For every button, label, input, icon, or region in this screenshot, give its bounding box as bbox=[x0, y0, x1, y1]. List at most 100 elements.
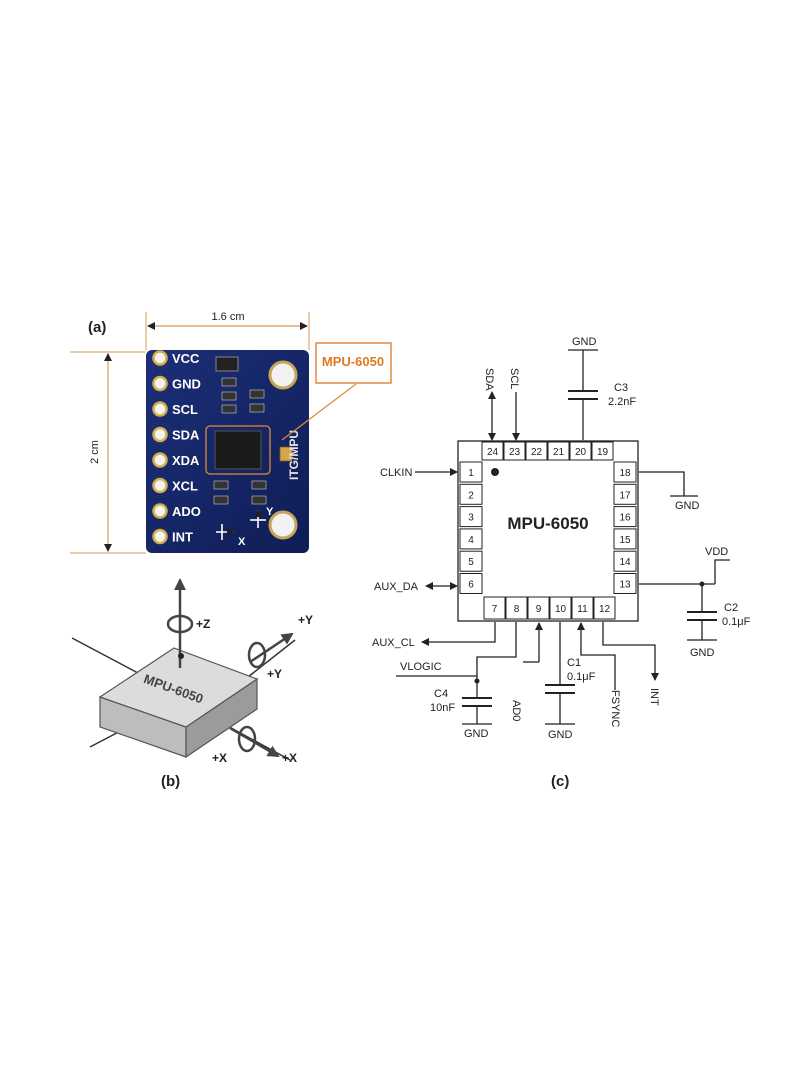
board-axis-y: Y bbox=[266, 506, 274, 518]
pin-box bbox=[571, 596, 594, 620]
signal-aux-cl: AUX_CL bbox=[372, 637, 415, 649]
pin-box bbox=[459, 573, 483, 594]
pin-box bbox=[569, 441, 592, 461]
pin-box bbox=[593, 596, 616, 620]
header-pin bbox=[152, 401, 168, 417]
pin-box bbox=[613, 483, 637, 505]
pin-number: 21 bbox=[553, 447, 565, 458]
header-pin bbox=[152, 503, 168, 519]
pin-number: 1 bbox=[468, 468, 474, 479]
pin-number: 9 bbox=[536, 604, 542, 615]
axis-label-y-inner: +Y bbox=[267, 667, 282, 681]
chip-callout: MPU-6050 bbox=[281, 342, 392, 441]
height-dim-label: 2 cm bbox=[89, 440, 101, 464]
gnd-c1: GND bbox=[548, 729, 573, 741]
pin-number: 8 bbox=[514, 604, 520, 615]
axis-label-x-outer: +X bbox=[282, 751, 297, 765]
pin-box bbox=[505, 596, 528, 620]
header-pin-label: VCC bbox=[172, 351, 200, 366]
pin-box bbox=[459, 506, 483, 528]
pin-box bbox=[591, 441, 614, 461]
c3-name: C3 bbox=[614, 382, 628, 394]
pin-box bbox=[613, 506, 637, 528]
pin-box bbox=[459, 461, 483, 483]
signal-int: INT bbox=[648, 688, 660, 706]
gnd-c2: GND bbox=[690, 647, 715, 659]
signal-clkin: CLKIN bbox=[380, 467, 412, 479]
pin-box bbox=[527, 596, 550, 620]
pin-box bbox=[525, 441, 548, 461]
chip-name: MPU-6050 bbox=[507, 514, 588, 533]
chip-block: MPU-6050 bbox=[98, 647, 259, 759]
pin-number: 5 bbox=[468, 557, 474, 568]
pin-box bbox=[503, 441, 526, 461]
c1-value: 0.1μF bbox=[567, 671, 596, 683]
pin-number: 13 bbox=[619, 580, 631, 591]
signal-vlogic: VLOGIC bbox=[400, 661, 442, 673]
signal-vdd: VDD bbox=[705, 546, 728, 558]
chip-body bbox=[457, 440, 639, 622]
pin-number: 6 bbox=[468, 580, 474, 591]
pin-number: 3 bbox=[468, 513, 474, 524]
pin-box bbox=[549, 596, 572, 620]
pin-number: 12 bbox=[599, 604, 611, 615]
pin-number: 24 bbox=[487, 447, 499, 458]
pin-box bbox=[547, 441, 570, 461]
board-axis-x: X bbox=[238, 536, 246, 548]
pin-number: 22 bbox=[531, 447, 543, 458]
panel-a-label: (a) bbox=[88, 319, 106, 336]
header-pin-label: GND bbox=[172, 377, 201, 392]
pin-box bbox=[459, 550, 483, 572]
pin-box bbox=[459, 483, 483, 505]
header-pin bbox=[152, 452, 168, 468]
mpu-chip bbox=[205, 425, 271, 475]
c4-name: C4 bbox=[434, 688, 448, 700]
header-pin bbox=[152, 350, 168, 366]
mount-hole-top bbox=[268, 360, 298, 390]
pin-box bbox=[459, 528, 483, 550]
mount-hole-bottom bbox=[268, 510, 298, 540]
callout-label: MPU-6050 bbox=[322, 354, 384, 369]
pin-number: 11 bbox=[577, 604, 588, 615]
pin-number: 23 bbox=[509, 447, 521, 458]
gnd-pin18: GND bbox=[675, 500, 700, 512]
pin-number: 7 bbox=[492, 604, 498, 615]
axis-label-x-inner: +X bbox=[212, 751, 227, 765]
header-pin bbox=[152, 477, 168, 494]
header-pin bbox=[152, 426, 168, 443]
pin-box bbox=[613, 461, 637, 483]
width-dimension: 1.6 cm bbox=[145, 311, 310, 350]
header-pin-label: ADO bbox=[172, 504, 201, 519]
pin1-dot bbox=[491, 468, 499, 476]
header-pin-label: SCL bbox=[172, 402, 198, 417]
pin-number: 10 bbox=[555, 604, 567, 615]
header-pin-label: XCL bbox=[172, 479, 198, 494]
pin-number: 19 bbox=[597, 447, 609, 458]
signal-scl: SCL bbox=[508, 368, 520, 389]
signal-ad0: AD0 bbox=[510, 700, 522, 721]
panel-b-label: (b) bbox=[161, 773, 180, 790]
c3-value: 2.2nF bbox=[608, 396, 636, 408]
axis-label-z: +Z bbox=[196, 617, 210, 631]
axis-label-y-outer: +Y bbox=[298, 613, 313, 627]
z-rotation-icon bbox=[166, 614, 194, 634]
signal-sda: SDA bbox=[483, 368, 495, 391]
header-pin-label: XDA bbox=[172, 453, 200, 468]
pin-number: 18 bbox=[619, 468, 631, 479]
pin-number: 17 bbox=[619, 490, 631, 501]
header-pin bbox=[152, 528, 168, 545]
pin-number: 15 bbox=[619, 535, 631, 546]
header-pin-label: SDA bbox=[172, 428, 200, 443]
x-rotation-icon bbox=[237, 725, 257, 753]
pin-number: 2 bbox=[468, 490, 474, 501]
pin-box bbox=[613, 528, 637, 550]
pin-number: 4 bbox=[468, 535, 474, 546]
height-dimension: 2 cm bbox=[70, 351, 146, 554]
board-axis-icon bbox=[216, 509, 266, 540]
